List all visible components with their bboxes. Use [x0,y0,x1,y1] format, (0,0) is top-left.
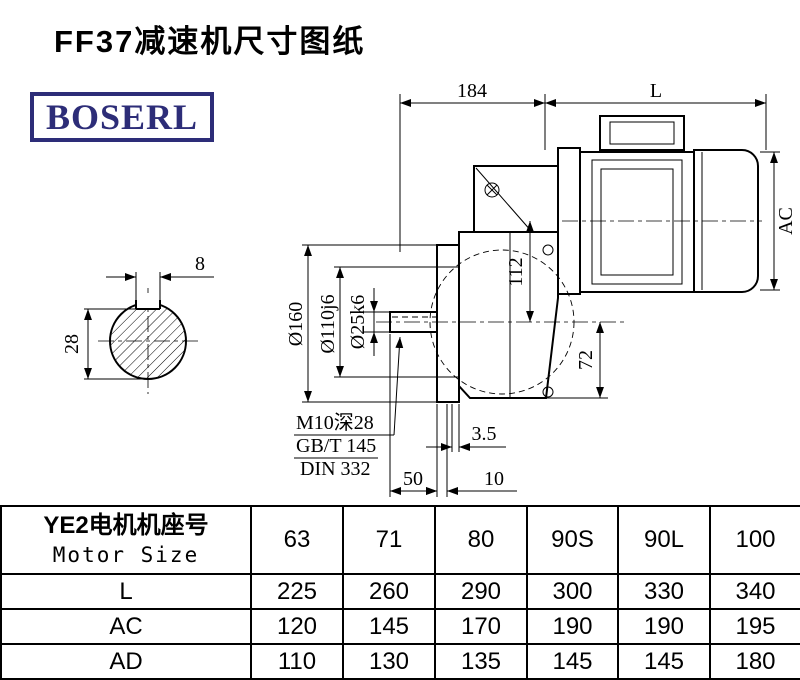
size-90s: 90S [526,505,619,575]
page-title: FF37减速机尺寸图纸 [54,24,366,59]
table-cell: 145 [342,608,436,645]
table-cell: 190 [526,608,619,645]
table-cell: 145 [526,643,619,680]
dim-label-10: 10 [484,468,504,490]
note-gb: GB/T 145 [296,435,376,457]
table-cell: 340 [709,573,800,610]
note-din: DIN 332 [300,458,371,480]
dim-label-ac: AC [775,207,797,235]
note-thread: M10深28 [296,411,374,434]
table-row-ac: AC 120 145 170 190 190 195 [0,608,800,645]
dim-50-10: 50 10 [389,334,517,497]
dim-label-184: 184 [457,80,487,102]
table-cell: 135 [434,643,528,680]
table-row-l: L 225 260 290 300 330 340 [0,573,800,610]
size-90l: 90L [617,505,711,575]
header-motor-size-en: Motor Size [52,543,200,567]
dim-label-dia110: Ø110j6 [317,294,339,353]
brand-logo: BOSERL [30,92,215,142]
header-motor-size-cell: YE2电机机座号 Motor Size [0,505,252,575]
shaft-section-circle [109,302,187,380]
table-cell: 330 [617,573,711,610]
table-cell: 195 [709,608,800,645]
table-header-row: YE2电机机座号 Motor Size 63 71 80 90S 90L 100 [0,505,800,575]
table-row-ad: AD 110 130 135 145 145 180 [0,643,800,680]
technical-drawing: 184 L AC [61,80,797,497]
dim-3-5: 3.5 [426,404,506,452]
size-71: 71 [342,505,436,575]
dim-label-72: 72 [575,350,597,370]
motor-size-table: YE2电机机座号 Motor Size 63 71 80 90S 90L 100… [0,505,800,680]
dim-top: 184 L [399,80,767,252]
dim-label-dia160: Ø160 [285,302,307,346]
table-cell: 300 [526,573,619,610]
table-cell: 260 [342,573,436,610]
table-cell: 190 [617,608,711,645]
table-cell: 290 [434,573,528,610]
row-label-l: L [0,573,252,610]
table-cell: 170 [434,608,528,645]
table-cell: 225 [250,573,344,610]
dim-112: 112 [505,221,534,322]
dim-label-key-width: 8 [195,253,205,275]
size-63: 63 [250,505,344,575]
table-cell: 120 [250,608,344,645]
motor-outline [557,115,762,295]
shaft-section-detail: 8 28 [61,253,214,394]
header-motor-size-cn: YE2电机机座号 [43,512,209,539]
dim-label-dia25: Ø25k6 [347,295,369,349]
table-cell: 130 [342,643,436,680]
row-label-ad: AD [0,643,252,680]
dim-label-key-height: 28 [61,334,83,354]
thread-notes: M10深28 GB/T 145 DIN 332 [294,336,404,480]
dim-72: 72 [546,322,608,399]
dim-label-112: 112 [505,257,527,286]
table-cell: 145 [617,643,711,680]
table-cell: 110 [250,643,344,680]
dim-label-L: L [650,80,662,102]
dim-diameters: Ø160 Ø110j6 Ø25k6 [285,244,437,403]
dim-ac: AC [760,151,797,291]
table-cell: 180 [709,643,800,680]
dim-label-3-5: 3.5 [472,423,497,445]
dim-label-50: 50 [403,468,423,490]
size-80: 80 [434,505,528,575]
row-label-ac: AC [0,608,252,645]
size-100: 100 [709,505,800,575]
